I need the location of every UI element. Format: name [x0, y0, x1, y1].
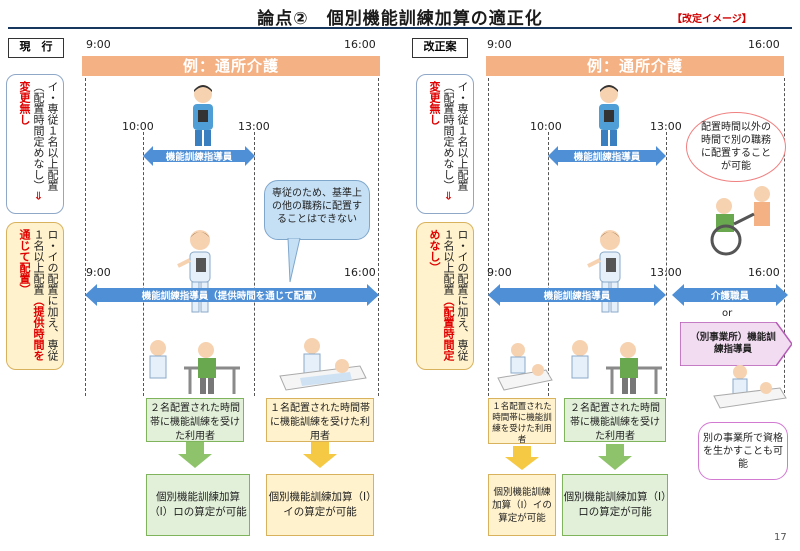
proposed-green-down-arrow [598, 444, 632, 470]
proposed-result-ro-box: 個別機能訓練加算（Ⅰ）ロの算定が可能 [562, 474, 668, 536]
proposed-users-two-box: ２名配置された時間帯に機能訓練を受けた利用者 [564, 398, 666, 442]
proposed-panel-label: 改正案 [412, 38, 468, 58]
current-time-900-b: 9:00 [86, 266, 111, 279]
proposed-guide-1600 [784, 78, 785, 398]
current-requirement-i: イ・専従１名以上配置（配置時間定めなし）⇒変更無し [6, 74, 64, 214]
wheelchair-figure-icon [710, 186, 770, 256]
current-short-trainer-bar: 機能訓練指導員 [143, 146, 255, 166]
current-short-bar-label: 機能訓練指導員 [165, 152, 233, 163]
proposed-care-staff-bar: 介護職員 [672, 284, 788, 306]
proposed-requirement-i-note: ⇒変更無し [428, 81, 455, 201]
proposed-guide-1000 [548, 132, 549, 396]
current-time-1600-b: 16:00 [344, 266, 376, 279]
trainer-figure-icon [599, 85, 619, 146]
bedridden-figure-icon [497, 343, 553, 391]
proposed-mid-bar-label: 機能訓練指導員 [543, 291, 611, 302]
elderly-walking-figure-icon [571, 340, 662, 394]
proposed-requirement-i: イ・専従１名以上配置（配置時間定めなし）⇒変更無し [416, 74, 474, 214]
current-guide-1600 [378, 78, 379, 396]
current-requirement-ro: ロ・イの配置に加え、専従１名以上配置（提供時間を通じて配置） [6, 222, 64, 370]
proposed-time-900: 9:00 [487, 38, 512, 51]
proposed-care-bar-label: 介護職員 [710, 291, 749, 302]
proposed-time-1600: 16:00 [748, 38, 780, 51]
title-underline [8, 27, 792, 29]
proposed-time-1300-b: 13:00 [650, 266, 682, 279]
current-yellow-down-arrow [303, 442, 337, 468]
proposed-example-band: 例：通所介護 [486, 56, 784, 76]
revision-tag: 【改定イメージ】 [672, 14, 752, 25]
current-users-one-box: １名配置された時間帯に機能訓練を受けた利用者 [266, 398, 374, 442]
current-result-i-box: 個別機能訓練加算（Ⅰ）イの算定が可能 [266, 474, 374, 536]
proposed-time-900-b: 9:00 [487, 266, 512, 279]
proposed-requirement-ro-note: （配置時間定めなし） [428, 229, 455, 361]
current-green-down-arrow [178, 442, 212, 468]
proposed-result-i-box: 個別機能訓練加算（Ⅰ）イの算定が可能 [488, 474, 556, 536]
proposed-requirement-i-text: イ・専従１名以上配置（配置時間定めなし） [442, 81, 469, 191]
page-title: 論点② 個別機能訓練加算の適正化 [257, 9, 543, 29]
current-guide-900 [85, 78, 86, 396]
proposed-guide-900 [488, 78, 489, 396]
current-requirement-ro-text: ロ・イの配置に加え、専従１名以上配置 [32, 229, 59, 361]
proposed-time-1300: 13:00 [650, 120, 682, 133]
current-example-band: 例：通所介護 [82, 56, 380, 76]
bedridden-figure-icon [713, 365, 787, 409]
current-guide-1300 [254, 132, 255, 396]
current-requirement-i-note: ⇒変更無し [18, 81, 45, 201]
proposed-short-bar-label: 機能訓練指導員 [573, 152, 641, 163]
bubble-tail [287, 238, 301, 283]
trainer-figure-icon [193, 85, 213, 146]
current-long-trainer-bar: 機能訓練指導員（提供時間を通じて配置） [85, 284, 379, 306]
current-requirement-i-text: イ・専従１名以上配置（配置時間定めなし） [32, 81, 59, 191]
current-requirement-ro-note: （提供時間を通じて配置） [18, 229, 45, 361]
current-result-ro-box: 個別機能訓練加算（Ⅰ）ロの算定が可能 [146, 474, 250, 536]
bedridden-figure-icon [279, 338, 367, 391]
elderly-walking-figure-icon [149, 340, 240, 394]
proposed-short-trainer-bar: 機能訓練指導員 [548, 146, 666, 166]
current-time-1300: 13:00 [238, 120, 270, 133]
current-time-900: 9:00 [86, 38, 111, 51]
proposed-time-1000: 10:00 [530, 120, 562, 133]
other-office-label: （別事業所）機能訓練指導員 [690, 332, 776, 355]
or-label: or [722, 308, 733, 319]
page-number: 17 [774, 532, 787, 543]
other-office-arrow [680, 322, 792, 366]
proposed-yellow-down-arrow [505, 446, 539, 470]
proposed-requirement-ro: ロ・イの配置に加え、専従１名以上配置（配置時間定めなし） [416, 222, 474, 370]
current-time-1600: 16:00 [344, 38, 376, 51]
proposed-other-duty-bubble: 配置時間以外の時間で別の職務に配置することが可能 [686, 112, 786, 182]
current-users-two-box: ２名配置された時間帯に機能訓練を受けた利用者 [146, 398, 244, 442]
proposed-mid-trainer-bar: 機能訓練指導員 [488, 284, 666, 306]
proposed-guide-1300 [666, 132, 667, 396]
proposed-users-one-box: １名配置された時間帯に機能訓練を受けた利用者 [488, 398, 556, 445]
proposed-time-1600-b: 16:00 [748, 266, 780, 279]
current-dedicated-bubble: 専従のため、基準上の他の職務に配置することはできない [264, 180, 370, 240]
proposed-other-duty-text: 配置時間以外の時間で別の職務に配置することが可能 [701, 122, 771, 172]
current-panel-label: 現 行 [8, 38, 64, 58]
proposed-other-office-bubble: 別の事業所で資格を生かすことも可能 [698, 422, 788, 480]
current-guide-1000 [143, 132, 144, 396]
proposed-requirement-ro-text: ロ・イの配置に加え、専従１名以上配置 [442, 229, 469, 361]
current-time-1000: 10:00 [122, 120, 154, 133]
current-long-bar-label: 機能訓練指導員（提供時間を通じて配置） [141, 291, 323, 302]
